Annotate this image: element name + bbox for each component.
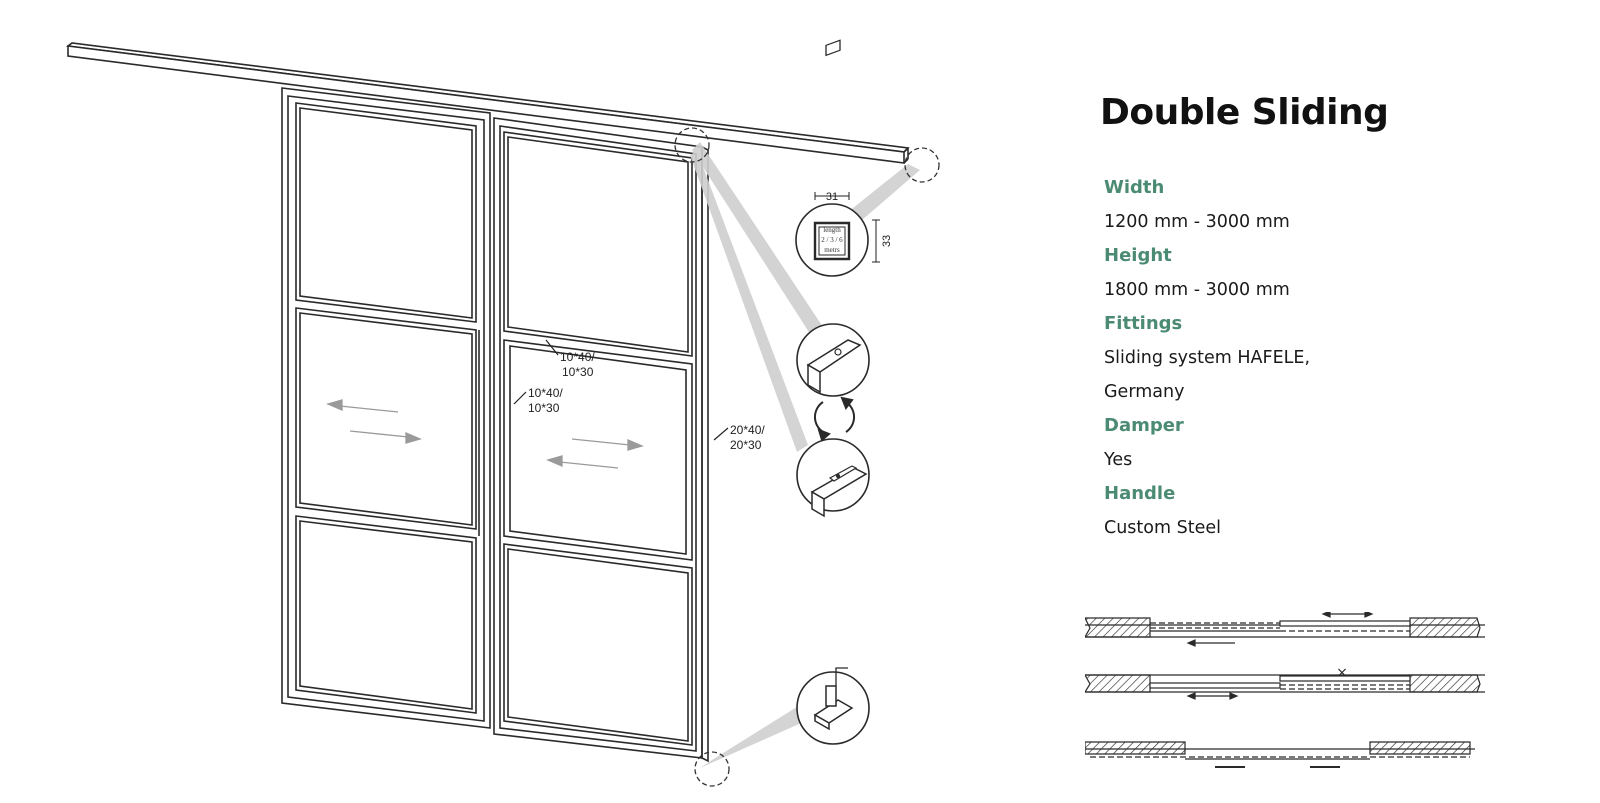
rotate-arrows-icon [814, 396, 855, 442]
profile-label-mullion-right: 10*40/ 10*30 [545, 339, 595, 379]
door-leaf-left [281, 87, 491, 729]
spec-value-handle: Custom Steel [1104, 518, 1221, 538]
spec-label-handle: Handle [1104, 483, 1176, 504]
rail-height-dim: 33 [881, 235, 893, 247]
spec-value-damper: Yes [1104, 450, 1133, 470]
profile-label-mullion-right-line1: 10*40/ [560, 350, 595, 364]
plan-view-closed [1085, 741, 1475, 768]
rail-length-line1: length [823, 226, 841, 234]
plan-fixed-marker: × [1336, 665, 1348, 681]
profile-label-frame-line2: 20*30 [730, 438, 762, 452]
profile-label-mullion-left-line1: 10*40/ [528, 386, 563, 400]
profile-label-mullion-left: 10*40/ 10*30 [513, 386, 563, 415]
door-technical-drawing: 10*40/ 10*30 10*40/ 10*30 20*40/ 20*30 [65, 39, 940, 787]
top-rail [65, 42, 910, 164]
damper-detail [796, 438, 870, 518]
profile-label-mullion-right-line2: 10*30 [562, 365, 594, 379]
rail-width-dim: 31 [826, 191, 838, 203]
plan-view-half [1085, 674, 1485, 700]
door-leaf-right [493, 117, 709, 763]
profile-label-mullion-left-line2: 10*30 [528, 401, 560, 415]
spec-label-height: Height [1104, 245, 1172, 266]
plan-view-open [1085, 612, 1485, 647]
spec-label-width: Width [1104, 177, 1165, 198]
spec-label-fittings: Fittings [1104, 313, 1183, 334]
spec-value-width: 1200 mm - 3000 mm [1104, 212, 1290, 232]
floor-guide-detail [796, 667, 870, 745]
detail-callouts [690, 142, 920, 768]
profile-label-frame-line1: 20*40/ [730, 423, 765, 437]
profile-label-frame: 20*40/ 20*30 [713, 423, 765, 452]
rail-length-line3: metrs [824, 246, 840, 254]
detail-magnifier-icon [674, 127, 940, 787]
spec-panel: Double Sliding Width 1200 mm - 3000 mm H… [1100, 92, 1520, 545]
top-roller-detail [796, 39, 870, 397]
product-title: Double Sliding [1100, 92, 1389, 133]
swap-arrows-icon [326, 399, 644, 469]
spec-value-fittings: Sliding system HAFELE, Germany [1104, 348, 1311, 402]
rail-profile-detail: length 2 / 3 / 6 metrs 31 33 [795, 191, 893, 277]
spec-value-height: 1800 mm - 3000 mm [1104, 280, 1290, 300]
plan-view-diagrams: × [1085, 612, 1485, 768]
spec-label-damper: Damper [1104, 415, 1184, 436]
rail-length-line2: 2 / 3 / 6 [821, 236, 843, 244]
